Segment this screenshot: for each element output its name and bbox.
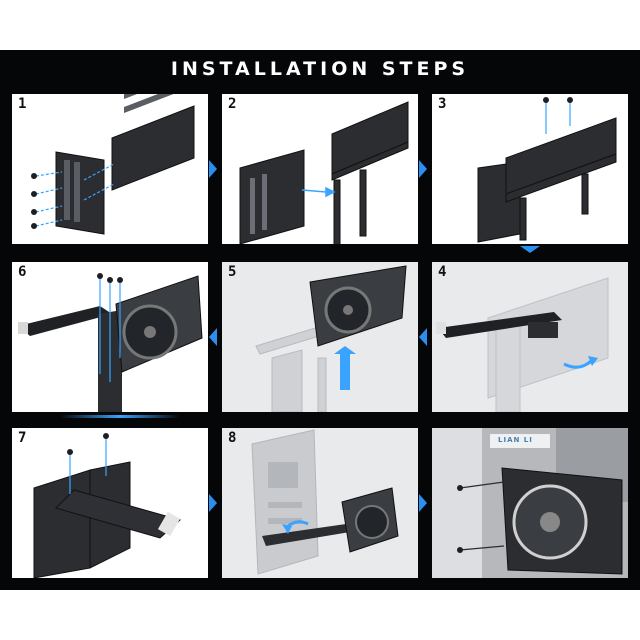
riser-mount-illustration: [33, 433, 182, 578]
step-panel-3: 3: [432, 94, 628, 244]
step-panel-4: 4: [432, 262, 628, 412]
step-panel-1: 1: [12, 94, 208, 244]
arrow-right-icon: [209, 494, 217, 512]
motherboard-connect-illustration: [251, 429, 399, 575]
step-number: 4: [438, 264, 447, 280]
glow-divider: [60, 415, 180, 418]
gpu-insert-illustration: [255, 265, 407, 412]
step-panel-5: 5: [222, 262, 418, 412]
step-panel-7: 7: [12, 428, 208, 578]
step-number: 5: [228, 264, 237, 280]
step-number: 1: [18, 96, 27, 112]
arrow-right-icon: [419, 160, 427, 178]
installation-board: INSTALLATION STEPS 1: [0, 50, 640, 590]
page-title: INSTALLATION STEPS: [170, 58, 470, 80]
arrow-right-icon: [209, 160, 217, 178]
arrow-left-icon: [209, 328, 217, 346]
step-number: 2: [228, 96, 237, 112]
riser-cable-illustration: [436, 277, 609, 412]
bracket-assembly-illustration: [239, 101, 409, 244]
step-panel-8: 8: [222, 428, 418, 578]
step-number: 3: [438, 96, 447, 112]
bracket-mount-illustration: [477, 97, 617, 243]
arrow-down-icon: [520, 246, 540, 253]
case-brand-label: LIAN LI: [498, 436, 533, 444]
step-panel-9: 9 LIAN LI: [432, 428, 628, 578]
step-panel-2: 2: [222, 94, 418, 244]
step-number: 8: [228, 430, 237, 446]
case-installed-illustration: [432, 428, 628, 578]
step-number: 6: [18, 264, 27, 280]
step-panel-6: 6: [12, 262, 208, 412]
step-number: 7: [18, 430, 27, 446]
gpu-screwing-illustration: [18, 273, 203, 412]
arrow-left-icon: [419, 328, 427, 346]
arrow-right-icon: [419, 494, 427, 512]
bracket-screws-illustration: [31, 94, 195, 235]
